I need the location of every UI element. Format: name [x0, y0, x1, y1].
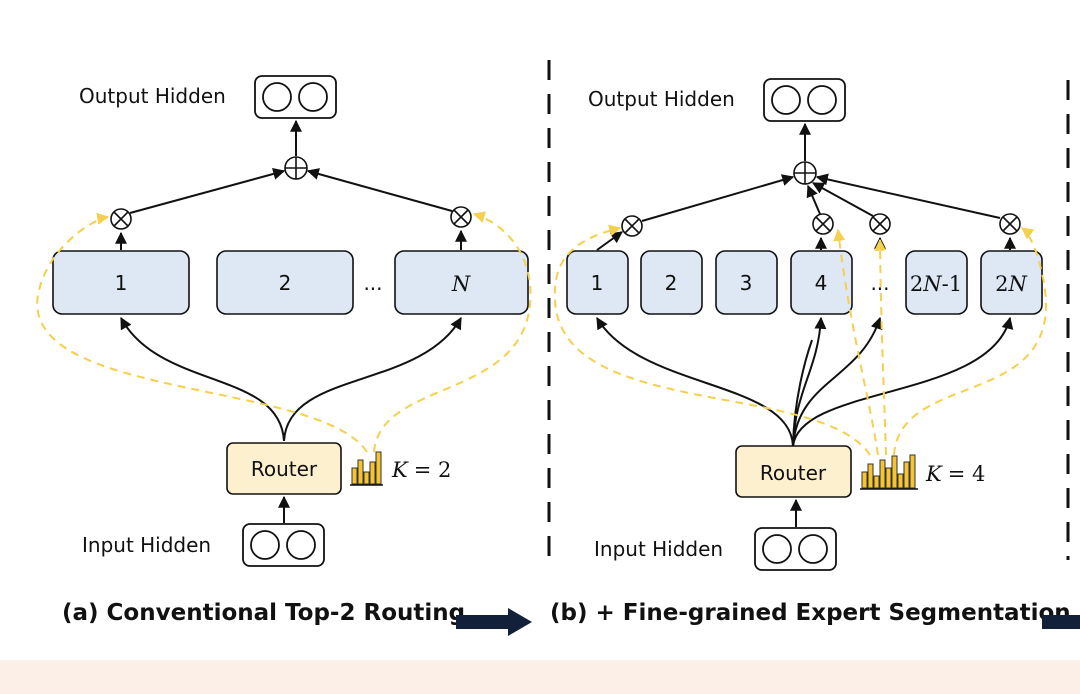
gate-icon	[999, 213, 1021, 235]
gate-icon	[450, 206, 472, 228]
router-label: Router	[251, 457, 318, 481]
expert-4	[790, 250, 853, 315]
input-hidden-icon	[754, 527, 837, 571]
output-hidden-label: Output Hidden	[588, 87, 735, 111]
expert-2	[640, 250, 703, 315]
right-arrow-icon	[456, 608, 532, 636]
router-label: Router	[760, 461, 827, 485]
expert-2n-label: 2N	[995, 272, 1027, 296]
gate-icon	[621, 215, 643, 237]
input-hidden-icon	[242, 523, 325, 567]
expert-2n-minus-1	[905, 250, 968, 315]
expert-2-label: 2	[279, 271, 292, 295]
panel-a: Output Hidden 1 2 ...	[36, 75, 532, 567]
gate-icon	[110, 208, 132, 230]
bar-histogram-icon	[860, 454, 918, 490]
experts-ellipsis: ...	[363, 271, 382, 295]
caption-b: (b) + Fine-grained Expert Segmentation	[550, 600, 1071, 626]
expert-3	[715, 250, 778, 315]
sum-icon	[284, 156, 308, 180]
expert-1	[52, 250, 190, 315]
expert-2	[216, 250, 354, 315]
k-label: K= 2	[391, 458, 451, 482]
expert-1-label: 1	[115, 271, 128, 295]
output-hidden-icon	[254, 75, 337, 119]
right-arrow-icon	[1042, 615, 1080, 629]
panel-b: Output Hidden	[553, 78, 1047, 571]
expert-3-label: 3	[740, 271, 753, 295]
bottom-band	[0, 660, 1080, 694]
expert-2-label: 2	[665, 271, 678, 295]
router	[735, 445, 852, 498]
output-hidden-label: Output Hidden	[79, 84, 226, 108]
input-hidden-label: Input Hidden	[82, 533, 211, 557]
expert-n	[394, 250, 529, 315]
bar-histogram-icon	[350, 451, 383, 486]
gate-icon	[869, 213, 891, 235]
caption-a: (a) Conventional Top-2 Routing	[62, 600, 466, 626]
expert-2n	[980, 250, 1043, 315]
expert-2n-minus-1-label: 2N-1	[910, 272, 962, 296]
expert-n-label: N	[451, 272, 471, 296]
gate-icon	[812, 213, 834, 235]
expert-1-label: 1	[591, 271, 604, 295]
expert-1	[566, 250, 629, 315]
k-label: K= 4	[925, 462, 985, 486]
router	[226, 442, 342, 495]
output-hidden-icon	[763, 78, 846, 122]
expert-4-label: 4	[815, 271, 828, 295]
sum-icon	[793, 161, 817, 185]
input-hidden-label: Input Hidden	[594, 537, 723, 561]
